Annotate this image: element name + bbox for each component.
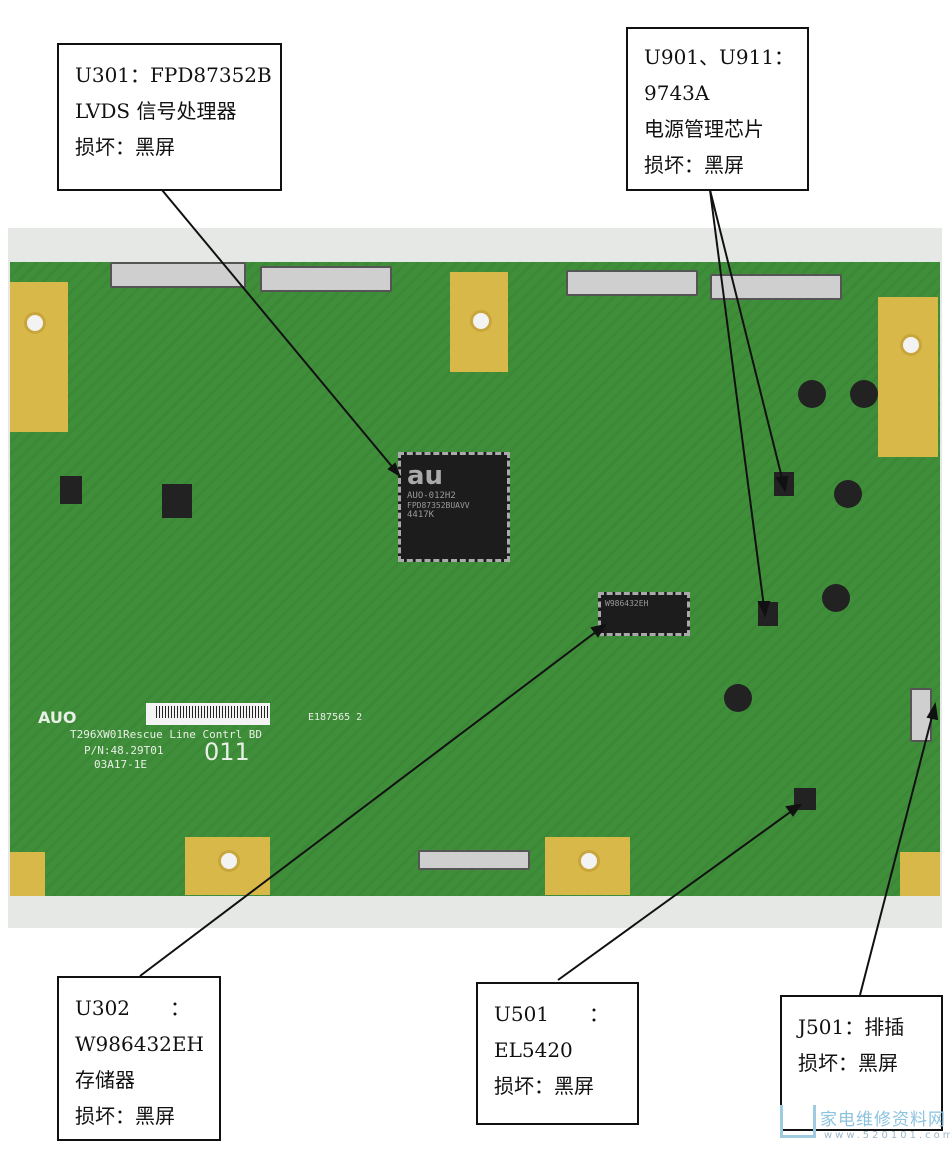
annotation-text: 损坏：黑屏 <box>494 1074 594 1098</box>
ic <box>60 476 82 504</box>
mount-hole <box>578 850 600 872</box>
annotation-text: 损坏：黑屏 <box>644 153 744 177</box>
u911-pointer <box>709 189 766 616</box>
annotation-text: 电源管理芯片 <box>644 117 764 141</box>
board-code: 03A17-1E <box>94 758 147 771</box>
annotation-text: J501：排插 <box>798 1015 905 1039</box>
mount-hole <box>218 850 240 872</box>
annotation-text: 损坏：黑屏 <box>798 1051 898 1075</box>
mount-hole <box>470 310 492 332</box>
u301-chip: au AUO-012H2 FPD87352BUAVV 4417K <box>398 452 510 562</box>
u302-pointer <box>139 624 606 977</box>
arrowhead <box>775 475 789 493</box>
annotation-text: 9743A <box>644 81 710 105</box>
bottom-connector <box>418 850 530 870</box>
arrowhead <box>757 601 771 618</box>
gold-pad <box>10 852 45 896</box>
tcon-board: au AUO-012H2 FPD87352BUAVV 4417K W986432… <box>10 262 940 896</box>
annotation-text: 存储器 <box>75 1068 135 1092</box>
fpc-connector <box>566 270 698 296</box>
mount-hole <box>900 334 922 356</box>
arrowhead <box>926 702 939 721</box>
inductor <box>798 380 826 408</box>
annotation-text: LVDS 信号处理器 <box>75 99 237 123</box>
inductor <box>724 684 752 712</box>
u901-pointer <box>709 189 786 491</box>
annotation-text: U302 ： <box>75 996 191 1020</box>
board-model: T296XW01Rescue Line Contrl BD <box>70 728 263 741</box>
annotation-text: U301：FPD87352B <box>75 63 272 87</box>
fpc-connector <box>260 266 392 292</box>
arrowhead <box>387 462 401 478</box>
arrowhead <box>590 623 608 638</box>
annotation-u302: U302 ： W986432EH 存储器 损坏：黑屏 <box>57 976 221 1141</box>
mount-hole <box>24 312 46 334</box>
fpc-connector <box>110 262 246 288</box>
ic <box>162 484 192 518</box>
annotation-u501: U501 ： EL5420 损坏：黑屏 <box>476 982 639 1125</box>
brand-logo: AUO <box>38 708 77 727</box>
ul-mark: E187565 2 <box>308 712 363 723</box>
inductor <box>822 584 850 612</box>
annotation-j501: J501：排插 损坏：黑屏 <box>780 995 943 1131</box>
chip-marking: W986432EH <box>605 599 649 608</box>
barcode-label <box>146 703 270 725</box>
arrowhead <box>785 803 803 817</box>
chip-marking: FPD87352BUAVV <box>407 501 470 510</box>
watermark-url: www.520101.com <box>824 1130 950 1141</box>
j501-pointer <box>859 704 936 996</box>
chip-marking: 4417K <box>407 510 435 520</box>
annotation-text: U901、U911： <box>644 45 795 69</box>
annotation-text: 损坏：黑屏 <box>75 1104 175 1128</box>
annotation-u901-u911: U901、U911： 9743A 电源管理芯片 损坏：黑屏 <box>626 27 809 191</box>
gold-pad <box>878 297 938 457</box>
annotation-text: 损坏：黑屏 <box>75 135 175 159</box>
board-version: 011 <box>204 738 250 766</box>
inductor <box>850 380 878 408</box>
chip-logo: au <box>407 461 444 491</box>
annotation-u301: U301：FPD87352B LVDS 信号处理器 损坏：黑屏 <box>57 43 282 191</box>
inductor <box>834 480 862 508</box>
u301-pointer <box>161 189 400 476</box>
gold-pad <box>10 282 68 432</box>
chip-marking: AUO-012H2 <box>407 491 456 501</box>
board-pn: P/N:48.29T01 <box>84 744 164 757</box>
annotation-text: U501 ： <box>494 1002 610 1026</box>
annotation-text: EL5420 <box>494 1038 573 1062</box>
u302-chip: W986432EH <box>598 592 690 636</box>
watermark-title: 家电维修资料网 <box>820 1110 946 1130</box>
annotation-text: W986432EH <box>75 1032 204 1056</box>
gold-pad <box>900 852 940 896</box>
book-icon <box>780 1105 816 1138</box>
u501-pointer <box>557 804 801 981</box>
